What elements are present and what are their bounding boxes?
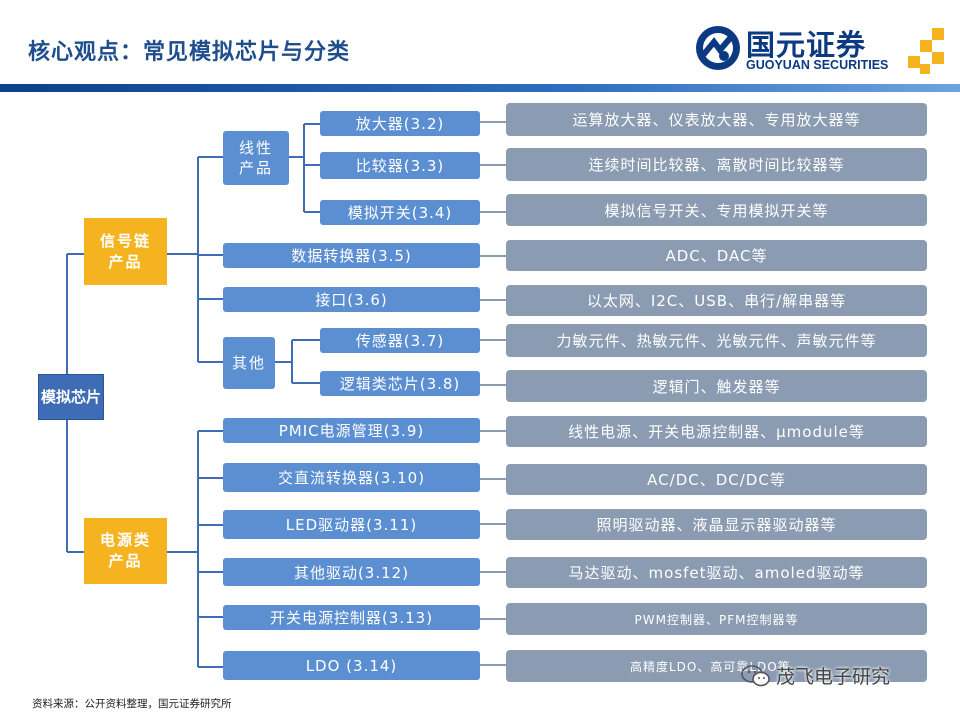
item-switching-controller: 开关电源控制器(3.13) [223,605,480,630]
item-ldo: LDO (3.14) [223,651,480,680]
item-sensor: 传感器(3.7) [320,328,480,353]
desc-led-driver: 照明驱动器、液晶显示器驱动器等 [506,509,927,540]
item-ac-dc-converter: 交直流转换器(3.10) [223,463,480,492]
subgroup-linear: 线性产品 [223,131,289,185]
desc-pmic: 线性电源、开关电源控制器、μmodule等 [506,416,927,447]
desc-comparator: 连续时间比较器、离散时间比较器等 [506,148,927,181]
desc-ldo: 高精度LDO、高可靠LDO等 [506,650,927,682]
logo-text-en: GUOYUAN SECURITIES [746,58,889,72]
header-divider-bar [0,84,960,92]
category-signal-chain: 信号链产品 [84,218,167,285]
source-note: 资料来源：公开资料整理，国元证券研究所 [32,698,232,710]
item-other-driver: 其他驱动(3.12) [223,558,480,586]
root-node-analog-chip: 模拟芯片 [38,374,104,420]
wechat-icon [741,664,770,686]
item-led-driver: LED驱动器(3.11) [223,510,480,539]
desc-amplifier: 运算放大器、仪表放大器、专用放大器等 [506,103,927,136]
watermark-text: 茂飞电子研究 [776,666,891,688]
desc-logic-chip: 逻辑门、触发器等 [506,370,927,402]
logo-text-cn: 国元证券 [746,28,867,62]
desc-ac-dc-converter: AC/DC、DC/DC等 [506,464,927,495]
item-data-converter: 数据转换器(3.5) [223,243,480,268]
desc-other-driver: 马达驱动、mosfet驱动、amoled驱动等 [506,557,927,588]
item-amplifier: 放大器(3.2) [320,111,480,136]
logo-mark-icon [696,26,740,70]
desc-interface: 以太网、I2C、USB、串行/解串器等 [506,285,927,316]
desc-analog-switch: 模拟信号开关、专用模拟开关等 [506,194,927,226]
watermark: 茂飞电子研究 [740,662,890,689]
item-logic-chip: 逻辑类芯片(3.8) [320,371,480,396]
company-logo: 国元证券 GUOYUAN SECURITIES [694,22,944,78]
desc-switching-controller: PWM控制器、PFM控制器等 [506,603,927,635]
item-interface: 接口(3.6) [223,287,480,312]
desc-sensor: 力敏元件、热敏元件、光敏元件、声敏元件等 [506,324,927,357]
desc-data-converter: ADC、DAC等 [506,240,927,271]
item-analog-switch: 模拟开关(3.4) [320,200,480,225]
logo-squares-icon [908,28,944,74]
subgroup-other: 其他 [223,337,275,389]
page-title: 核心观点：常见模拟芯片与分类 [28,39,351,65]
item-comparator: 比较器(3.3) [320,152,480,179]
category-power: 电源类产品 [84,518,167,584]
item-pmic: PMIC电源管理(3.9) [223,418,480,443]
